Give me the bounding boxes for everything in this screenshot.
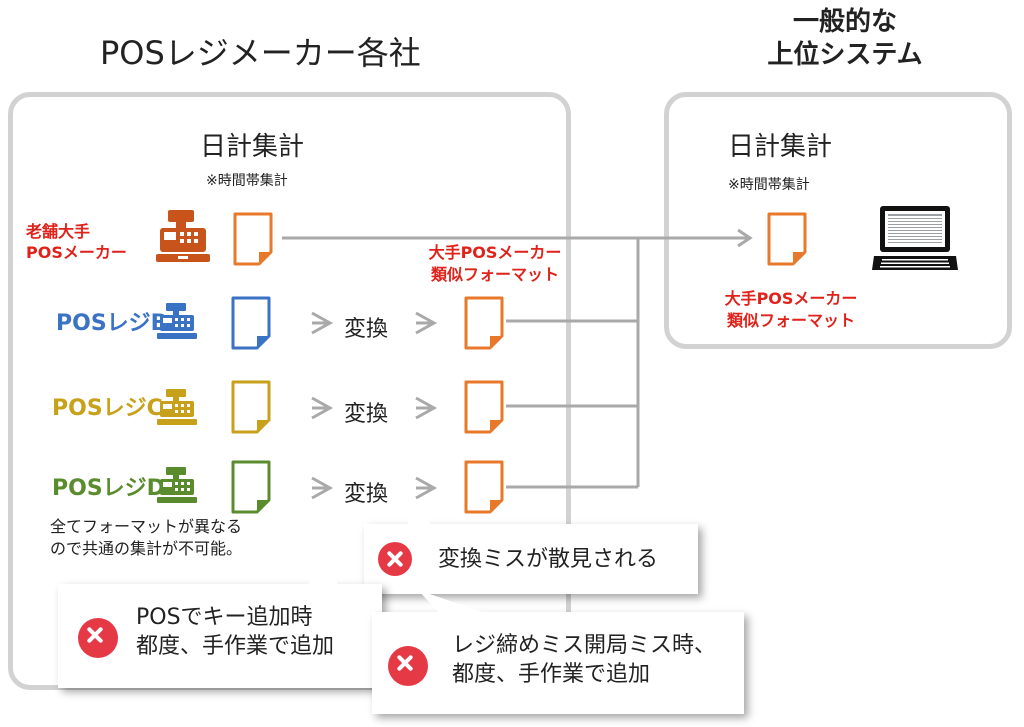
callout-key-addition-line1: POSでキー追加時 bbox=[136, 605, 313, 630]
format-label-left: 大手POSメーカー 類似フォーマット bbox=[410, 242, 580, 285]
footnote-line1: 全てフォーマットが異なる bbox=[50, 517, 243, 536]
right-heading: 一般的な 上位システム bbox=[760, 6, 930, 71]
maker-label-d: POSレジD bbox=[52, 476, 165, 501]
callout-key-addition-text: POSでキー追加時 都度、手作業で追加 bbox=[136, 604, 334, 661]
right-note: ※時間帯集計 bbox=[728, 177, 810, 193]
convert-label-b: 変換 bbox=[344, 317, 389, 342]
cash-register-icon-d bbox=[157, 467, 197, 503]
callout-register-closing-text: レジ締めミス開局ミス時、 都度、手作業で追加 bbox=[452, 632, 716, 689]
cash-register-icon-major bbox=[156, 210, 210, 262]
maker-label-c: POSレジC bbox=[52, 396, 163, 421]
format-label-left-line1: 大手POSメーカー bbox=[428, 243, 562, 262]
error-icon bbox=[78, 618, 118, 658]
maker-label-major-line1: 老舗大手 bbox=[26, 222, 91, 241]
document-icon-b-converted bbox=[464, 296, 504, 350]
callout-conversion-error-text: 変換ミスが散見される bbox=[438, 547, 659, 572]
error-icon bbox=[388, 646, 428, 686]
callout-key-addition: POSでキー追加時 都度、手作業で追加 bbox=[58, 584, 382, 688]
maker-label-major-line2: POSメーカー bbox=[26, 242, 127, 262]
left-heading: POSレジメーカー各社 bbox=[100, 34, 421, 72]
document-icon-c-converted bbox=[464, 380, 504, 434]
footnote: 全てフォーマットが異なる ので共通の集計が不可能。 bbox=[50, 516, 242, 561]
left-subheading: 日計集計 bbox=[200, 132, 305, 162]
callout-conversion-error-tail bbox=[406, 502, 432, 527]
cash-register-icon-c bbox=[157, 389, 197, 425]
format-label-right-line1: 大手POSメーカー bbox=[724, 289, 858, 308]
document-icon-d-converted bbox=[464, 460, 504, 514]
right-panel bbox=[664, 92, 1012, 349]
callout-key-addition-line2: 都度、手作業で追加 bbox=[136, 633, 335, 659]
callout-key-addition-tail bbox=[308, 548, 338, 585]
laptop-icon bbox=[872, 206, 958, 270]
right-subheading: 日計集計 bbox=[728, 132, 833, 162]
convert-label-d: 変換 bbox=[344, 482, 389, 507]
document-icon-c-source bbox=[231, 380, 271, 434]
error-icon bbox=[378, 542, 412, 576]
document-icon-upper-system bbox=[767, 212, 807, 266]
right-heading-line1: 一般的な bbox=[792, 7, 897, 37]
footnote-line2: ので共通の集計が不可能。 bbox=[50, 539, 243, 559]
maker-label-b: POSレジB bbox=[56, 311, 168, 336]
callout-register-closing-tail bbox=[418, 590, 494, 616]
format-label-left-line2: 類似フォーマット bbox=[430, 264, 559, 284]
format-label-right: 大手POSメーカー 類似フォーマット bbox=[706, 288, 876, 331]
document-icon-d-source bbox=[231, 460, 271, 514]
format-label-right-line2: 類似フォーマット bbox=[726, 310, 855, 330]
cash-register-icon-b bbox=[157, 303, 197, 339]
convert-label-c: 変換 bbox=[344, 402, 389, 427]
document-icon-b-source bbox=[231, 296, 271, 350]
callout-register-closing: レジ締めミス開局ミス時、 都度、手作業で追加 bbox=[372, 612, 744, 714]
document-icon-major-source bbox=[233, 212, 273, 266]
callout-conversion-error: 変換ミスが散見される bbox=[364, 524, 698, 594]
callout-register-closing-line2: 都度、手作業で追加 bbox=[452, 661, 651, 687]
left-note: ※時間帯集計 bbox=[206, 173, 288, 189]
maker-label-major: 老舗大手 POSメーカー bbox=[26, 222, 127, 264]
callout-register-closing-line1: レジ締めミス開局ミス時、 bbox=[452, 633, 717, 658]
right-heading-line2: 上位システム bbox=[767, 39, 923, 70]
